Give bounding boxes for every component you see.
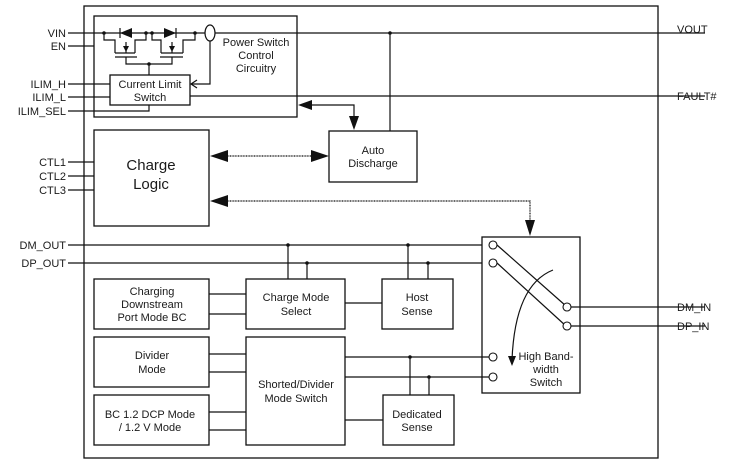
shorted-divider-block (245, 336, 346, 446)
shorted-divider-label-2: Mode Switch (265, 393, 328, 405)
cdp-mode-label-3: Port Mode BC (117, 312, 186, 324)
pin-ilim-sel: ILIM_SEL (18, 106, 66, 118)
auto-discharge-label-2: Discharge (348, 158, 398, 170)
pin-ctl2: CTL2 (39, 171, 66, 183)
charge-mode-select-block (245, 278, 346, 330)
hb-switch-block (481, 236, 581, 394)
hb-switch-label-3: Switch (530, 377, 562, 389)
divider-mode-block (93, 336, 210, 388)
pin-ilim-h: ILIM_H (31, 79, 67, 91)
host-sense-block (381, 278, 454, 330)
current-limit-label-1: Current Limit (119, 79, 182, 91)
divider-mode-label-2: Mode (138, 364, 166, 376)
pin-dp-out: DP_OUT (21, 258, 66, 270)
power-switch-label-2: Control (238, 50, 273, 62)
cdp-mode-label-2: Downstream (121, 299, 183, 311)
auto-discharge-block (328, 130, 418, 183)
cdp-mode-label-1: Charging (130, 286, 175, 298)
auto-discharge-label-1: Auto (362, 145, 385, 157)
pin-ctl1: CTL1 (39, 157, 66, 169)
power-switch-label-3: Circuitry (236, 63, 277, 75)
pin-vout: VOUT (677, 24, 708, 36)
pin-dp-in: DP_IN (677, 321, 709, 333)
current-sense-icon (204, 24, 216, 42)
charge-mode-select-label-1: Charge Mode (263, 292, 330, 304)
dedicated-sense-label-1: Dedicated (392, 409, 442, 421)
charge-logic-label-1: Charge (126, 157, 175, 174)
host-sense-label-2: Sense (401, 306, 432, 318)
divider-mode-label-1: Divider (135, 350, 170, 362)
pin-ilim-l: ILIM_L (32, 92, 66, 104)
hb-switch-label-2: width (532, 364, 559, 376)
power-switch-label-1: Power Switch (223, 37, 290, 49)
pin-dm-out: DM_OUT (20, 240, 67, 252)
host-sense-label-1: Host (406, 292, 429, 304)
charge-mode-select-label-2: Select (281, 306, 312, 318)
dcp-mode-label-1: BC 1.2 DCP Mode (105, 409, 195, 421)
current-limit-block (109, 74, 191, 106)
cdp-mode-block (93, 278, 210, 330)
dcp-mode-label-2: / 1.2 V Mode (119, 422, 181, 434)
charge-logic-block (93, 129, 210, 227)
shorted-divider-label-1: Shorted/Divider (258, 379, 334, 391)
power-fet-icon (102, 28, 197, 75)
pin-ctl3: CTL3 (39, 185, 66, 197)
pin-vin: VIN (48, 28, 66, 40)
pin-fault: FAULT# (677, 91, 717, 103)
pin-en: EN (51, 41, 66, 53)
dedicated-sense-label-2: Sense (401, 422, 432, 434)
charge-logic-label-2: Logic (133, 176, 169, 193)
current-limit-label-2: Switch (134, 92, 166, 104)
hb-switch-label-1: High Band- (518, 351, 573, 363)
dedicated-sense-block (382, 394, 455, 446)
dcp-mode-block (93, 394, 210, 446)
pin-dm-in: DM_IN (677, 302, 711, 314)
